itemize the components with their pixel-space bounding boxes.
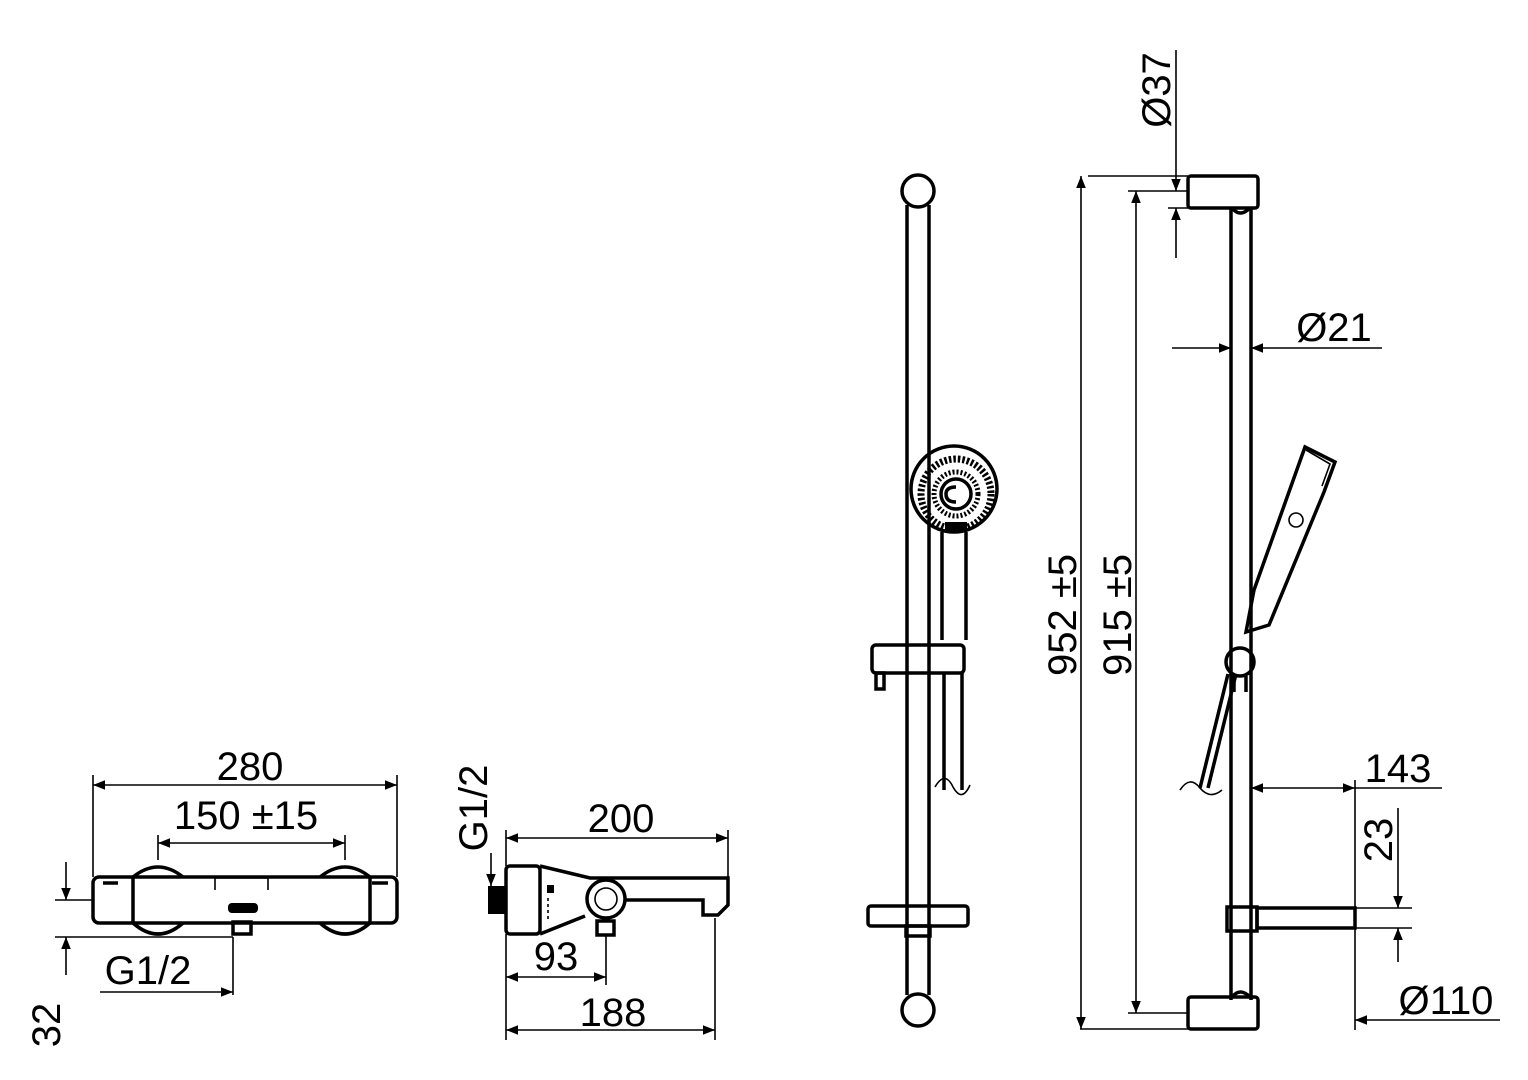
mixer-thread-label: G1/2 xyxy=(105,949,192,993)
dim-d110-label: Ø110 xyxy=(1399,979,1494,1023)
side-thread-label: G1/2 xyxy=(452,765,496,852)
bottom-bracket xyxy=(1186,995,1260,1031)
bar-bottom-end xyxy=(900,992,936,1028)
bar-top-end xyxy=(900,173,936,209)
mixer-side-view: 200 G1/2 93 188 xyxy=(452,765,730,1040)
side-shelf xyxy=(1255,906,1357,930)
shower-bar-side-view: Ø37 952 ±5 915 ±5 Ø21 143 23 Ø110 xyxy=(1041,50,1500,1031)
side-handle xyxy=(585,878,627,920)
dim-952-label: 952 ±5 xyxy=(1041,554,1085,676)
dim-188-label: 188 xyxy=(580,991,647,1035)
dim-d37-label: Ø37 xyxy=(1135,52,1179,128)
dim-93-label: 93 xyxy=(534,935,579,979)
dim-23-label: 23 xyxy=(1357,818,1401,863)
dim-32-label: 32 xyxy=(25,1003,69,1048)
shower-bar-front-view xyxy=(866,173,999,1028)
mixer-button xyxy=(228,903,258,913)
mixer-front-view: 280 150 ±15 32 G1/2 xyxy=(25,745,399,1048)
dim-280-label: 280 xyxy=(217,745,284,789)
dim-200-label: 200 xyxy=(588,797,655,841)
dim-915-label: 915 ±5 xyxy=(1096,554,1140,676)
wall-connector xyxy=(488,886,506,914)
dim-d21-label: Ø21 xyxy=(1296,306,1372,350)
dim-143-label: 143 xyxy=(1365,747,1432,791)
side-slider xyxy=(1224,646,1256,678)
mixer-body xyxy=(91,875,399,925)
dim-150-label: 150 ±15 xyxy=(174,794,318,838)
slider-holder xyxy=(870,643,966,675)
side-hand-shower xyxy=(1243,444,1338,635)
left-handle xyxy=(131,865,185,923)
soap-shelf xyxy=(866,904,970,928)
top-bracket xyxy=(1186,174,1260,210)
right-handle xyxy=(318,865,372,923)
